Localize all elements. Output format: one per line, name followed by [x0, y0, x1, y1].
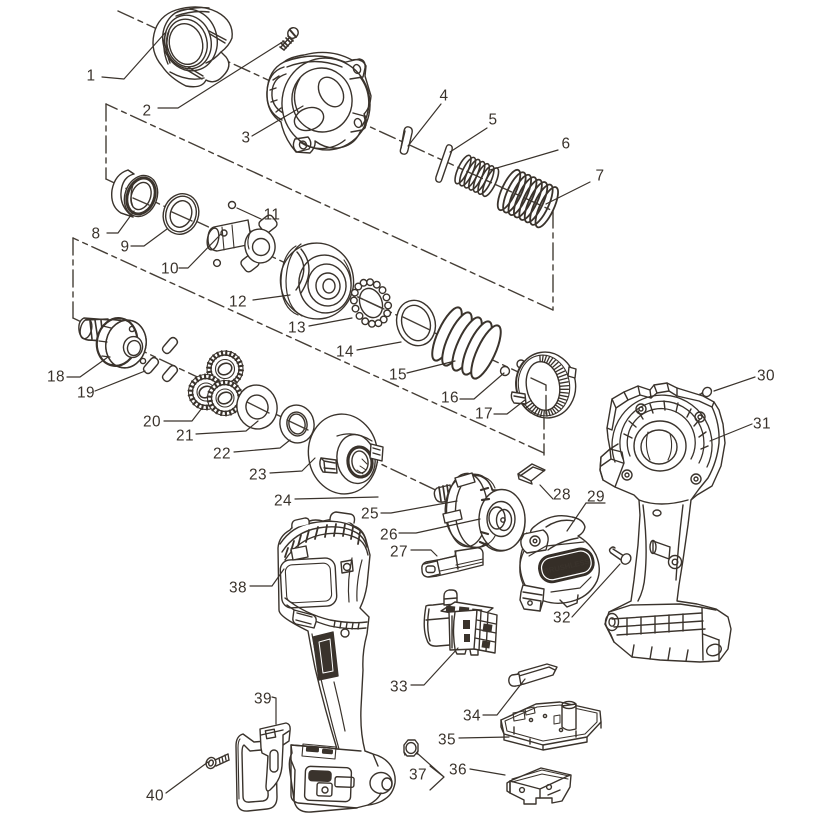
svg-text:37: 37: [409, 767, 427, 784]
svg-text:23: 23: [249, 467, 267, 484]
svg-text:20: 20: [143, 414, 161, 431]
svg-text:2: 2: [143, 103, 152, 120]
svg-text:35: 35: [438, 732, 456, 749]
svg-text:34: 34: [463, 708, 481, 725]
svg-text:3: 3: [242, 130, 251, 147]
svg-text:4: 4: [440, 88, 449, 105]
svg-text:40: 40: [146, 788, 164, 805]
svg-text:6: 6: [562, 136, 571, 153]
svg-text:18: 18: [47, 369, 65, 386]
svg-text:25: 25: [361, 506, 379, 523]
svg-text:17: 17: [475, 406, 493, 423]
svg-text:39: 39: [254, 691, 272, 708]
svg-text:26: 26: [380, 527, 398, 544]
svg-text:36: 36: [449, 762, 467, 779]
svg-text:16: 16: [441, 390, 459, 407]
svg-text:12: 12: [229, 294, 247, 311]
svg-text:1: 1: [87, 68, 96, 85]
svg-text:32: 32: [553, 610, 571, 627]
svg-text:7: 7: [596, 168, 605, 185]
svg-text:15: 15: [389, 367, 407, 384]
svg-text:38: 38: [229, 580, 247, 597]
svg-text:11: 11: [264, 207, 281, 224]
svg-text:30: 30: [757, 368, 775, 385]
svg-text:24: 24: [274, 493, 292, 510]
svg-text:22: 22: [213, 446, 231, 463]
svg-text:19: 19: [77, 385, 95, 402]
svg-text:33: 33: [390, 679, 408, 696]
svg-text:10: 10: [161, 261, 179, 278]
svg-text:13: 13: [288, 320, 306, 337]
svg-text:14: 14: [336, 344, 354, 361]
svg-text:5: 5: [489, 112, 498, 129]
svg-text:8: 8: [92, 226, 101, 243]
svg-text:9: 9: [121, 239, 130, 256]
svg-text:29: 29: [587, 489, 605, 506]
svg-text:27: 27: [390, 544, 408, 561]
svg-text:28: 28: [553, 487, 571, 504]
svg-text:21: 21: [176, 428, 194, 445]
svg-text:31: 31: [753, 416, 771, 433]
